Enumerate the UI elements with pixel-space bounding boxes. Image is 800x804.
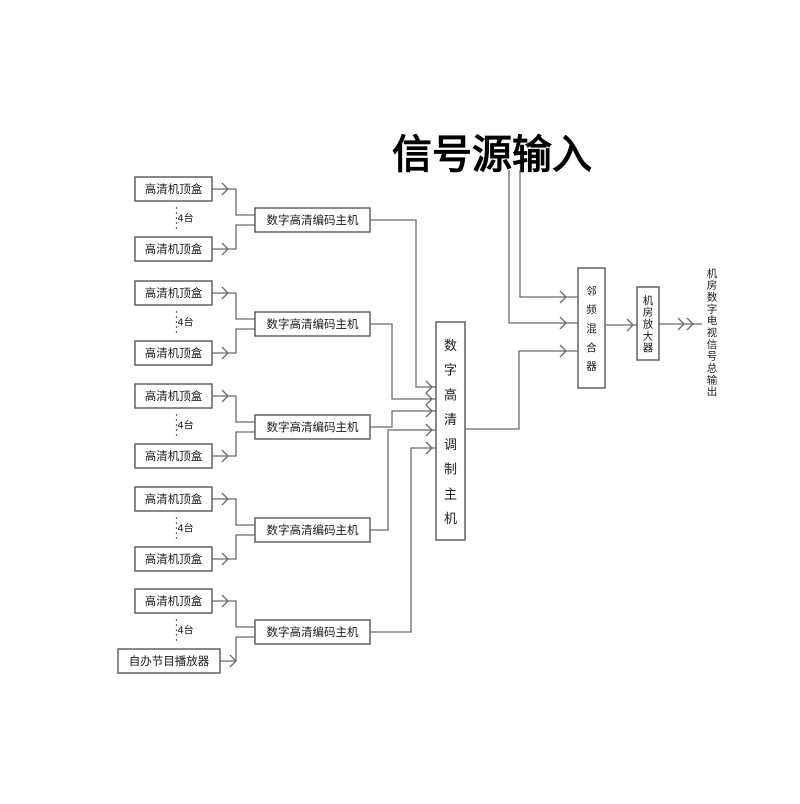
arrow-head xyxy=(221,389,229,403)
unit-count-label: 4台 xyxy=(177,522,193,535)
wire-encoder-to-modulator xyxy=(370,429,436,531)
set-top-box-top-1 xyxy=(134,176,213,202)
arrow-head xyxy=(559,316,567,330)
amplifier-label: 机房放大器 xyxy=(643,294,654,354)
wire-stb-to-encoder xyxy=(212,292,255,320)
wire-stb-to-encoder xyxy=(212,431,255,457)
hd-encoder-2 xyxy=(254,311,371,337)
arrow-head xyxy=(221,594,229,608)
arrow-head xyxy=(425,404,433,418)
set-top-box-label: 高清机顶盒 xyxy=(145,492,203,506)
wire-stb-to-encoder xyxy=(220,636,255,662)
unit-count-label: 4台 xyxy=(177,316,193,329)
arrow-head xyxy=(559,344,567,358)
hd-encoder-label: 数字高清编码主机 xyxy=(267,420,359,434)
output-label: 机房数字电视信号总输出 xyxy=(707,267,718,398)
unit-count-label: 4台 xyxy=(177,419,193,432)
wire-encoder-to-modulator xyxy=(370,219,436,388)
arrow-head xyxy=(686,317,694,331)
arrow-head xyxy=(221,182,229,196)
set-top-box-label: 高清机顶盒 xyxy=(145,389,203,403)
arrow-head xyxy=(221,242,229,256)
wire-stb-to-encoder xyxy=(212,188,255,216)
hd-modulator-label: 数字高清调制主机 xyxy=(444,339,457,527)
arrow-head xyxy=(425,441,433,455)
arrow-head xyxy=(425,392,433,406)
hd-encoder-3 xyxy=(254,414,371,440)
arrow-head xyxy=(425,423,433,437)
wire-stb-to-encoder xyxy=(212,498,255,526)
arrow-head xyxy=(221,449,229,463)
set-top-box-label: 高清机顶盒 xyxy=(145,286,203,300)
set-top-box-top-3 xyxy=(134,383,213,409)
set-top-box-label: 高清机顶盒 xyxy=(145,242,203,256)
arrow-head xyxy=(677,317,685,331)
set-top-box-bottom-2 xyxy=(134,340,213,366)
wire-encoder-to-modulator xyxy=(370,447,436,633)
arrow-head xyxy=(559,290,567,304)
set-top-box-bottom-4 xyxy=(134,546,213,572)
hd-encoder-5 xyxy=(254,619,371,645)
wire-stb-to-encoder xyxy=(212,224,255,250)
set-top-box-label: 高清机顶盒 xyxy=(145,552,203,566)
set-top-box-label: 高清机顶盒 xyxy=(145,594,203,608)
set-top-box-label: 高清机顶盒 xyxy=(145,182,203,196)
arrow-head xyxy=(626,318,634,332)
hd-encoder-label: 数字高清编码主机 xyxy=(267,317,359,331)
wire-stb-to-encoder xyxy=(212,600,255,628)
mixer-label: 邻频混合器 xyxy=(586,284,597,372)
unit-count-label: 4台 xyxy=(177,212,193,225)
hd-encoder-label: 数字高清编码主机 xyxy=(267,523,359,537)
wire-modulator-to-mixer xyxy=(465,350,578,430)
diagram-title: 信号源输入 xyxy=(392,132,592,178)
adjacent-channel-mixer xyxy=(577,267,606,389)
program-player-label: 自办节目播放器 xyxy=(129,654,210,668)
wire-source-to-mixer xyxy=(508,170,578,324)
set-top-box-bottom-3 xyxy=(134,443,213,469)
wire-source-to-mixer xyxy=(519,170,578,298)
wire-encoder-to-modulator xyxy=(370,323,436,400)
arrow-head xyxy=(221,492,229,506)
arrow-head xyxy=(221,552,229,566)
unit-count-label: 4台 xyxy=(177,624,193,637)
wire-stb-to-encoder xyxy=(212,328,255,354)
program-player-box xyxy=(117,648,221,674)
set-top-box-label: 高清机顶盒 xyxy=(145,346,203,360)
arrow-head xyxy=(221,286,229,300)
hd-modulator xyxy=(435,321,466,541)
arrow-head xyxy=(229,654,237,668)
wire-stb-to-encoder xyxy=(212,534,255,560)
set-top-box-label: 高清机顶盒 xyxy=(145,449,203,463)
wire-encoder-to-modulator xyxy=(370,410,436,428)
arrow-head xyxy=(221,346,229,360)
hd-encoder-label: 数字高清编码主机 xyxy=(267,625,359,639)
set-top-box-top-4 xyxy=(134,486,213,512)
hd-encoder-label: 数字高清编码主机 xyxy=(267,213,359,227)
wire-stb-to-encoder xyxy=(212,395,255,423)
arrow-head xyxy=(425,380,433,394)
